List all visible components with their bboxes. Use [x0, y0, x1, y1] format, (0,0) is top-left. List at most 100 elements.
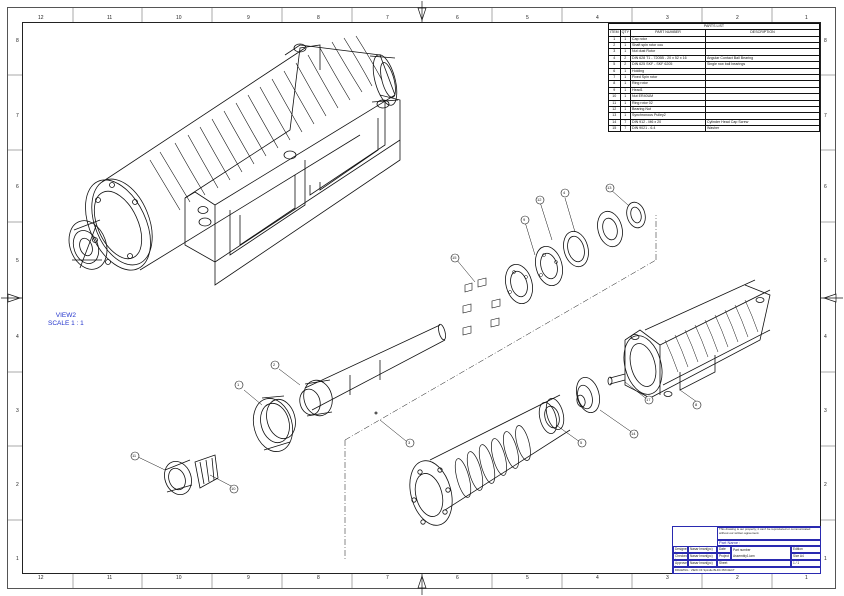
item-quantity: 1 [619, 105, 632, 114]
item-balloons [130, 183, 702, 494]
zone-number-right: 5 [824, 258, 827, 264]
zone-number-bottom: 8 [317, 575, 320, 581]
view-label: VIEW2 SCALE 1 : 1 [48, 312, 84, 327]
zone-number-top: 8 [317, 15, 320, 21]
zone-number-bottom: 7 [386, 575, 389, 581]
ownership-notice: This drawing is our property; it can't b… [717, 527, 821, 540]
file-name-label: Part number [733, 548, 751, 552]
part-description [704, 105, 821, 114]
zone-number-right: 7 [824, 113, 827, 119]
part-description [704, 99, 821, 107]
zone-number-bottom: 6 [456, 575, 459, 581]
approved-by-label: Approved by [673, 560, 688, 567]
zone-number-top: 4 [596, 15, 599, 21]
item-quantity: 1 [619, 67, 632, 75]
balloon-label: 11 [132, 453, 137, 458]
zone-number-bottom: 10 [176, 575, 182, 581]
item-quantity: 1 [619, 112, 632, 120]
part-description [704, 67, 821, 75]
balloon-label: 13 [607, 185, 612, 190]
edition-label: Edition [791, 546, 821, 553]
zone-number-right: 6 [824, 184, 827, 190]
size-value: A4 [799, 554, 804, 558]
balloon-label: 10 [231, 486, 236, 491]
part-description [704, 93, 821, 101]
zone-number-bottom: 4 [596, 575, 599, 581]
balloon-label: 14 [631, 431, 636, 436]
item-quantity: 1 [619, 86, 632, 95]
checker-name: Nasar Imani(pc) [688, 553, 717, 560]
zone-number-top: 7 [386, 15, 389, 21]
zone-number-right: 4 [824, 334, 827, 340]
item-quantity: 7 [619, 125, 632, 133]
item-quantity: 1 [619, 99, 632, 107]
zone-number-left: 5 [16, 258, 19, 264]
exploded-view [164, 201, 771, 560]
drawing-footer: DRAWING : VIEW OF Spindle BLDC PROJECT [673, 567, 821, 574]
balloon-label: 4 [563, 190, 566, 195]
balloon-label: 15 [452, 255, 457, 260]
zone-number-bottom: 9 [247, 575, 250, 581]
part-description: Washer [704, 125, 821, 133]
file-name: Assembly1.iam [733, 554, 755, 558]
balloon-label: 12 [537, 197, 542, 202]
sheet-number: 1 / 1 [791, 560, 821, 567]
zone-number-top: 1 [805, 15, 808, 21]
zone-number-right: 1 [824, 556, 827, 562]
parts-list-title: PARTS LIST [608, 22, 820, 31]
parts-list-header: QTY [619, 29, 632, 37]
assembled-spindle-view [68, 35, 401, 286]
file-name-cell: Part number Assembly1.iam [731, 546, 791, 560]
zone-number-bottom: 12 [38, 575, 44, 581]
zone-number-bottom: 11 [107, 575, 113, 581]
date-label: Date [717, 546, 731, 553]
zone-number-bottom: 1 [805, 575, 808, 581]
zone-number-left: 7 [16, 113, 19, 119]
balloon-label: 5 [580, 440, 583, 445]
zone-number-left: 2 [16, 482, 19, 488]
size-label: Size [793, 554, 800, 558]
sheet-size: Size A4 [791, 553, 821, 560]
part-description [704, 86, 821, 95]
balloon-label: 8 [695, 402, 698, 407]
designer-name: Nasar Imani(pc) [688, 546, 717, 553]
zone-number-left: 4 [16, 334, 19, 340]
project-label: Project [717, 553, 731, 560]
zone-number-top: 11 [107, 15, 113, 21]
balloon-label: 17 [646, 397, 651, 402]
balloon-label: 3 [408, 440, 411, 445]
sheet-inner-frame [22, 22, 821, 574]
part-number: DIN 9021 - 6.4 [629, 125, 706, 133]
zone-number-left: 3 [16, 408, 19, 414]
zone-number-right: 2 [824, 482, 827, 488]
approver-name: Nasar Imani(pc) [688, 560, 717, 567]
item-number: 15 [608, 125, 621, 133]
item-quantity: 1 [619, 73, 632, 82]
zone-number-right: 8 [824, 38, 827, 44]
zone-number-right: 3 [824, 408, 827, 414]
balloon-label: 1 [237, 382, 240, 387]
balloon-label: 9 [523, 217, 526, 222]
part-name-label: Part Name : [717, 540, 821, 546]
zone-number-top: 10 [176, 15, 182, 21]
view-name: VIEW2 [55, 312, 76, 319]
parts-list-header: ITEM [608, 29, 621, 37]
parts-list-table: PARTS LIST ITEM QTY PART NUMBER DESCRIPT… [608, 22, 821, 133]
part-description: Single row ball bearings [704, 61, 821, 69]
zone-number-top: 12 [38, 15, 44, 21]
item-quantity: 1 [619, 93, 632, 101]
part-description [704, 80, 821, 88]
part-description [704, 73, 821, 82]
